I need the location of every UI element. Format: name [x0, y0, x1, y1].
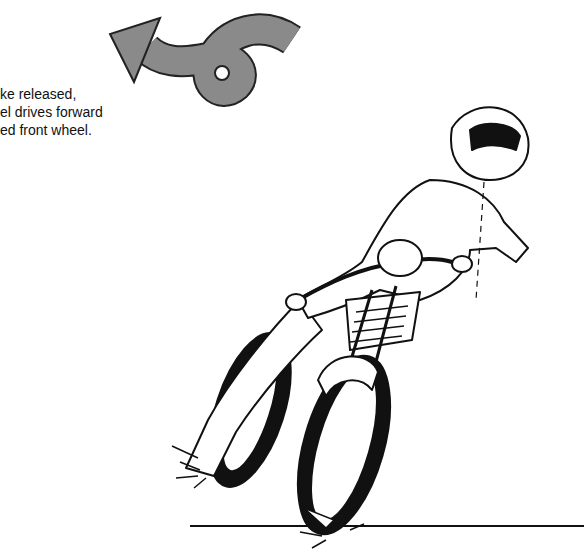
ground-line — [190, 525, 584, 527]
rider-and-bike — [186, 107, 529, 544]
note-text: ke released, — [0, 86, 76, 103]
curved-arrow — [110, 18, 292, 91]
note-text: el drives forward — [0, 104, 103, 121]
skid-marks — [172, 446, 364, 548]
note-text: ed front wheel. — [0, 122, 92, 139]
